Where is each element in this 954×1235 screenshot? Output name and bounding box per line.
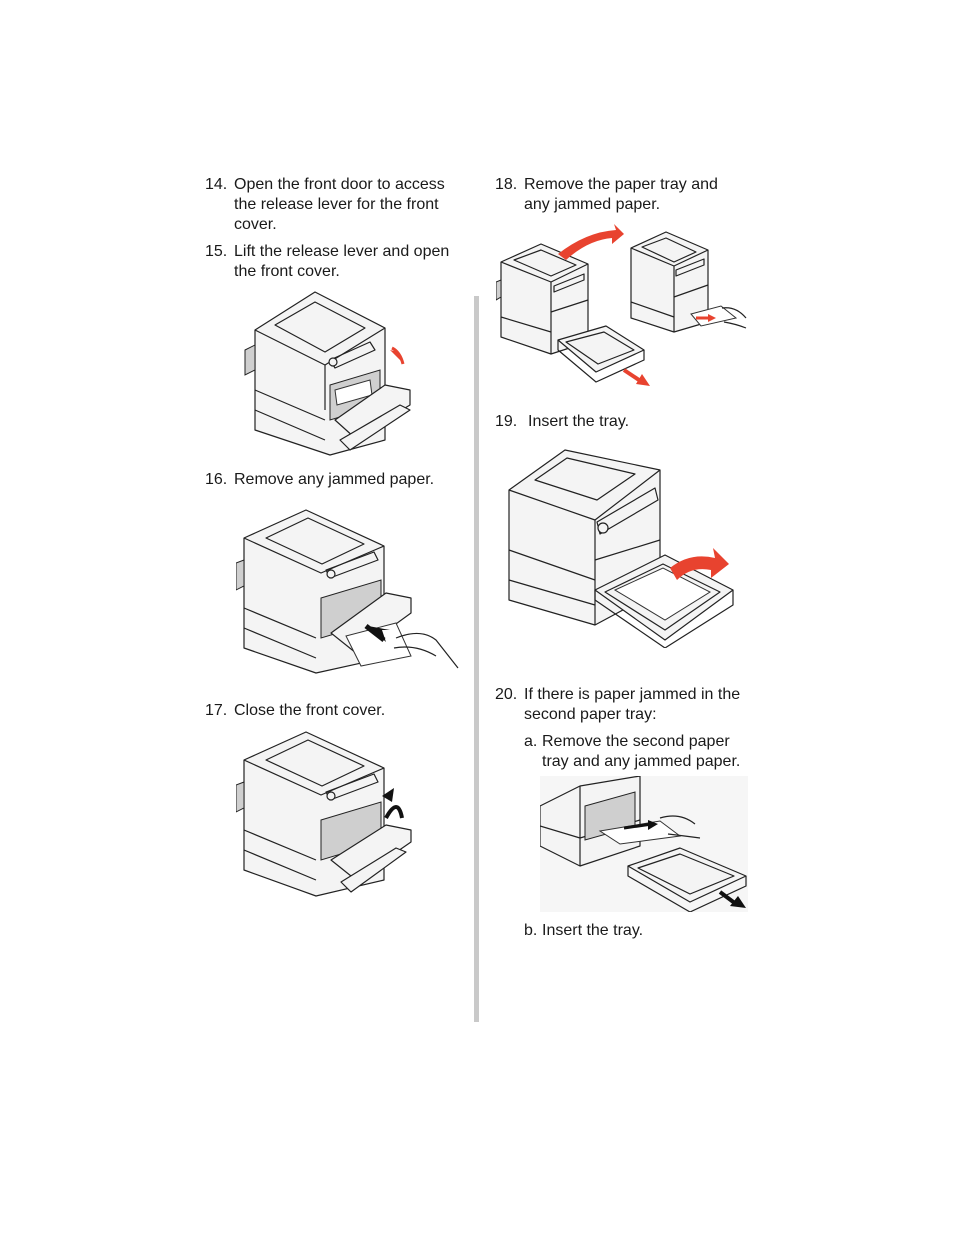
step-number: a. [524, 733, 538, 750]
step-15: 15. Lift the release lever and open the … [205, 242, 470, 282]
step-text-line: tray and any jammed paper. [542, 753, 741, 770]
step-text-line: the release lever for the front [234, 196, 439, 213]
printer-insert-tray-illustration [505, 440, 737, 649]
step-text-line: Lift the release lever and open [234, 243, 450, 260]
step-number: 15. [205, 243, 228, 260]
step-number: 14. [205, 176, 228, 193]
step-14: 14. Open the front door to access the re… [205, 175, 470, 235]
step-number: 17. [205, 702, 228, 719]
step-20: 20. If there is paper jammed in the seco… [495, 685, 760, 725]
step-text-line: second paper tray: [524, 706, 657, 723]
step-text-line: Insert the tray. [528, 413, 630, 430]
printer-remove-jammed-paper-illustration [235, 508, 460, 674]
column-divider [474, 296, 479, 1022]
step-text-line: Close the front cover. [234, 702, 386, 719]
step-text-line: any jammed paper. [524, 196, 661, 213]
step-18: 18. Remove the paper tray and any jammed… [495, 175, 760, 215]
step-number: 18. [495, 176, 518, 193]
printer-close-front-cover-illustration [235, 730, 416, 898]
printer-remove-second-tray-illustration [539, 775, 748, 913]
printer-front-cover-open-illustration [240, 290, 420, 456]
step-text-line: If there is paper jammed in the [524, 686, 741, 703]
step-text-line: cover. [234, 216, 277, 233]
step-number: b. [524, 922, 538, 939]
printer-remove-paper-tray-illustration [495, 222, 748, 390]
step-number: 16. [205, 471, 228, 488]
step-text-line: Remove the second paper [542, 733, 730, 750]
step-text-line: Insert the tray. [542, 922, 644, 939]
step-number: 19. [495, 413, 518, 430]
step-20b: b. Insert the tray. [524, 921, 764, 941]
step-text-line: Remove the paper tray and [524, 176, 718, 193]
step-number: 20. [495, 686, 518, 703]
step-text-line: Open the front door to access [234, 176, 445, 193]
step-17: 17. Close the front cover. [205, 701, 470, 721]
step-text-line: Remove any jammed paper. [234, 471, 435, 488]
step-20a: a. Remove the second paper tray and any … [524, 732, 764, 772]
step-text-line: the front cover. [234, 263, 340, 280]
step-19: 19. Insert the tray. [495, 412, 760, 432]
step-16: 16. Remove any jammed paper. [205, 470, 470, 490]
